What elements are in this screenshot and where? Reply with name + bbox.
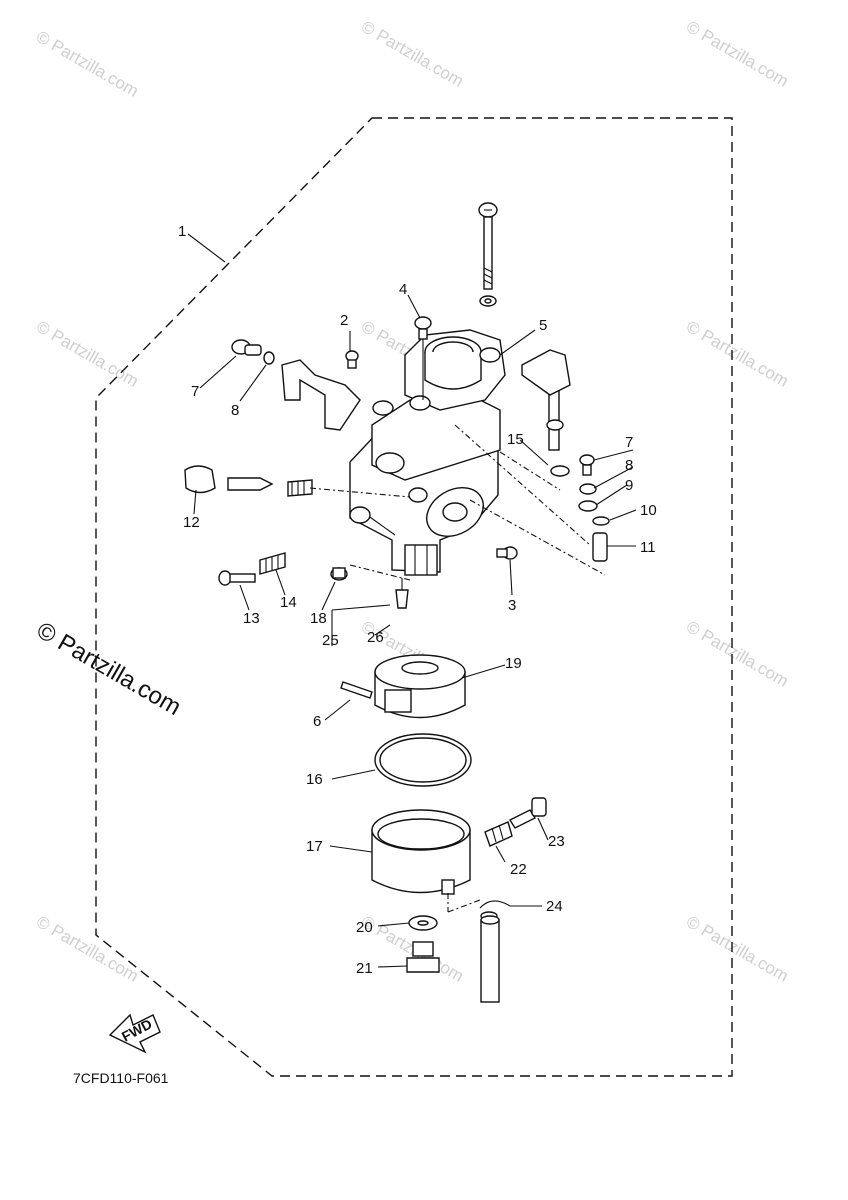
callout-26: 26 <box>367 629 384 646</box>
watermark: © Partzilla.com <box>683 617 792 691</box>
callout-1: 1 <box>178 223 186 240</box>
carburetor-body <box>349 394 501 576</box>
callout-9: 9 <box>625 477 633 494</box>
screw-4 <box>414 316 432 400</box>
screw-3 <box>496 546 518 560</box>
long-screw <box>478 202 498 307</box>
callout-numbers: 1 2 3 4 5 6 7 7 8 8 9 10 11 12 13 14 15 … <box>178 223 657 977</box>
callout-6: 6 <box>313 713 321 730</box>
watermark: © Partzilla.com <box>683 912 792 986</box>
callout-19: 19 <box>505 655 522 672</box>
watermark: © Partzilla.com <box>33 317 142 391</box>
callout-18: 18 <box>310 610 327 627</box>
clip-and-tube <box>479 900 540 1003</box>
watermark: © Partzilla.com <box>358 17 467 91</box>
callout-2: 2 <box>340 312 348 329</box>
main-jet-parts <box>330 567 409 609</box>
callout-8-right: 8 <box>625 457 633 474</box>
callout-15: 15 <box>507 431 524 448</box>
screw-2 <box>345 350 359 369</box>
callout-21: 21 <box>356 960 373 977</box>
callout-16: 16 <box>306 771 323 788</box>
watermark: © Partzilla.com <box>683 17 792 91</box>
watermark: © Partzilla.com <box>33 27 142 101</box>
callout-14: 14 <box>280 594 297 611</box>
callout-22: 22 <box>510 861 527 878</box>
right-small-parts <box>521 349 610 562</box>
watermark: © Partzilla.com <box>683 317 792 391</box>
gasket <box>374 733 472 787</box>
callout-11: 11 <box>640 539 656 556</box>
callout-7-right: 7 <box>625 434 633 451</box>
callout-24: 24 <box>546 898 563 915</box>
leader-lines <box>187 233 637 968</box>
bowl-screw-spring <box>484 797 547 847</box>
drawing-code: 7CFD110-F061 <box>73 1070 169 1086</box>
callout-7-left: 7 <box>191 383 199 400</box>
callout-5: 5 <box>539 317 547 334</box>
callout-17: 17 <box>306 838 323 855</box>
callout-25: 25 <box>322 632 339 649</box>
callout-13: 13 <box>243 610 260 627</box>
throttle-body-top <box>372 329 506 416</box>
float-bowl <box>371 809 471 895</box>
callout-20: 20 <box>356 919 373 936</box>
assembly-boundary <box>95 117 733 1077</box>
callout-23: 23 <box>548 833 565 850</box>
watermark-large: © Partzilla.com <box>32 617 186 721</box>
float <box>340 654 466 719</box>
callout-12: 12 <box>183 514 200 531</box>
bracket-left <box>231 339 361 431</box>
callout-3: 3 <box>508 597 516 614</box>
callout-10: 10 <box>640 502 657 519</box>
callout-4: 4 <box>399 281 407 298</box>
left-screws <box>184 465 313 586</box>
fwd-arrow-icon: FWD <box>108 1013 161 1054</box>
callout-8-left: 8 <box>231 402 239 419</box>
watermark: © Partzilla.com <box>33 912 142 986</box>
